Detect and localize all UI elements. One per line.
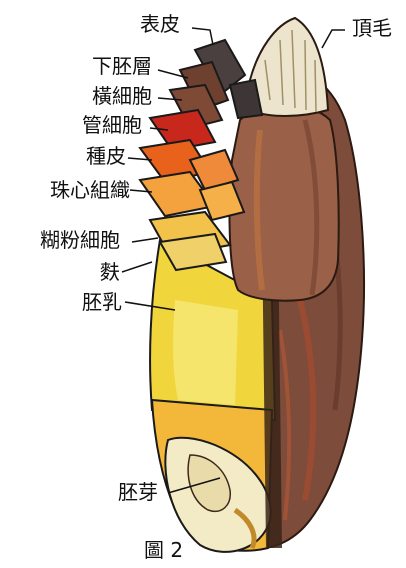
leader-aleurone bbox=[132, 238, 158, 242]
leader-epidermis bbox=[192, 28, 213, 45]
label-germ: 胚芽 bbox=[118, 482, 158, 502]
leader-bran bbox=[122, 262, 152, 272]
label-seed-coat: 種皮 bbox=[86, 146, 126, 166]
label-top-hair: 頂毛 bbox=[352, 18, 392, 38]
endosperm-highlight bbox=[173, 300, 238, 405]
label-endosperm: 胚乳 bbox=[82, 292, 122, 312]
leader-top-hair bbox=[322, 30, 345, 48]
label-hypodermis: 下胚層 bbox=[92, 56, 152, 76]
label-epidermis: 表皮 bbox=[140, 14, 180, 34]
label-tube-cells: 管細胞 bbox=[82, 115, 142, 135]
label-nucellus: 珠心組織 bbox=[50, 180, 130, 200]
label-cross-cells: 橫細胞 bbox=[92, 86, 152, 106]
husk-front bbox=[230, 105, 339, 301]
figure-caption: 圖 2 bbox=[144, 540, 183, 560]
label-aleurone: 糊粉細胞 bbox=[40, 230, 120, 250]
label-bran: 麩 bbox=[100, 262, 120, 282]
